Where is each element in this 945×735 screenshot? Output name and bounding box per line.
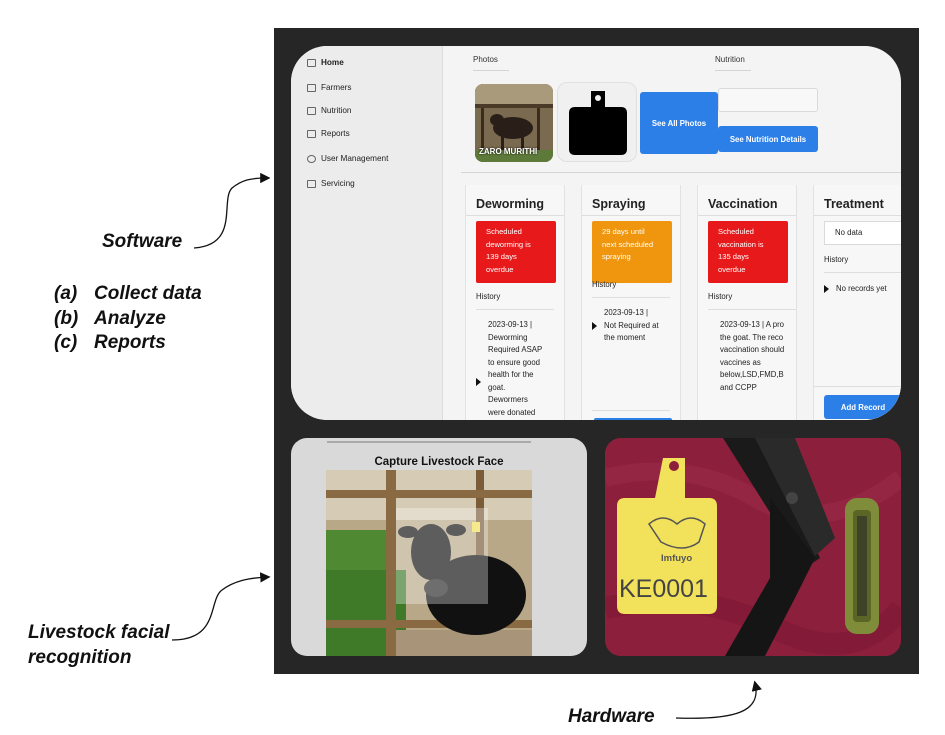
history-label: History [824, 255, 849, 264]
sidebar-item-label: Farmers [321, 83, 352, 92]
hardware-panel: Imfuyo KE0001 [605, 438, 901, 656]
add-record-button[interactable]: Add Record [824, 395, 901, 419]
sidebar-item-label: Servicing [321, 179, 355, 188]
treatment-card: Treatment No data History No records yet… [813, 185, 901, 420]
annotation-software: Software [102, 231, 183, 252]
see-nutrition-details-button[interactable]: See Nutrition Details [718, 126, 818, 152]
cow-logo-icon [648, 517, 706, 549]
annotation-item-c: (c)Reports [54, 332, 166, 353]
expand-icon[interactable] [476, 378, 481, 386]
bar-chart-icon [307, 129, 316, 138]
sidebar-item-label: User Management [321, 154, 389, 163]
arrow-facial [171, 572, 271, 641]
sidebar-item-label: Home [321, 58, 344, 67]
divider [715, 70, 751, 71]
ear-tag-icon [617, 458, 717, 614]
sidebar-item-user-management[interactable]: User Management [307, 154, 388, 163]
ear-tag-icon [569, 91, 627, 155]
goat-photo[interactable]: ZARO MURITHI [475, 84, 553, 162]
expand-icon[interactable] [592, 322, 597, 330]
main-content: Photos Nutrition ZARO MURITHI [443, 46, 901, 420]
tag-id: KE0001 [619, 575, 708, 603]
users-icon [307, 154, 316, 163]
divider [327, 441, 531, 443]
nutrition-label: Nutrition [715, 55, 745, 64]
photos-label: Photos [473, 55, 498, 64]
sidebar-item-label: Nutrition [321, 106, 352, 115]
see-all-photos-button[interactable]: See All Photos [640, 92, 718, 154]
ear-tag-photo[interactable] [557, 82, 637, 162]
card-icon [307, 179, 316, 188]
divider [814, 386, 901, 387]
annotation-item-a: (a)Collect data [54, 283, 202, 304]
annotation-facial: Livestock facial recognition [28, 622, 170, 668]
photo-caption: ZARO MURITHI [479, 147, 538, 156]
action-button[interactable] [594, 418, 672, 420]
sidebar-item-nutrition[interactable]: Nutrition [307, 106, 352, 115]
hardware-photo [605, 438, 901, 656]
grid-icon [307, 58, 316, 67]
annotation-hardware: Hardware [568, 706, 655, 727]
table-icon [307, 83, 316, 92]
divider [476, 309, 554, 310]
capture-face-title: Capture Livestock Face [374, 456, 504, 468]
history-label: History [476, 292, 501, 301]
divider [461, 172, 901, 173]
sidebar-item-reports[interactable]: Reports [307, 129, 350, 138]
goat-photo-image [475, 84, 553, 162]
divider [466, 215, 564, 216]
sidebar-item-servicing[interactable]: Servicing [307, 179, 355, 188]
divider [592, 297, 670, 298]
software-screenshot: Home Farmers Nutrition Reports User Mana… [291, 46, 901, 420]
no-records-text: No records yet [836, 284, 887, 293]
history-label: History [592, 280, 617, 289]
nutrition-field [718, 88, 818, 112]
cow-photo [326, 470, 532, 656]
expand-icon[interactable] [824, 285, 829, 293]
sidebar-item-home[interactable]: Home [307, 58, 344, 67]
card-title: Treatment [824, 197, 884, 211]
arrow-hardware [675, 680, 762, 719]
divider [473, 70, 509, 71]
sidebar-item-label: Reports [321, 129, 350, 138]
arrow-software [193, 172, 271, 249]
sidebar: Home Farmers Nutrition Reports User Mana… [291, 46, 443, 420]
divider [708, 309, 796, 310]
history-label: History [708, 292, 733, 301]
divider [592, 410, 670, 411]
tag-brand: Imfuyo [661, 553, 693, 564]
card-title: Vaccination [708, 197, 778, 211]
divider [814, 215, 901, 216]
face-detection-box [396, 508, 488, 604]
sidebar-item-farmers[interactable]: Farmers [307, 83, 351, 92]
card-title: Deworming [476, 197, 545, 211]
card-title: Spraying [592, 197, 646, 211]
divider [582, 215, 680, 216]
annotation-item-b: (b)Analyze [54, 307, 166, 329]
divider [824, 272, 901, 273]
no-data-field: No data [824, 221, 901, 245]
divider [698, 215, 796, 216]
list-icon [307, 106, 316, 115]
facial-recognition-panel: Capture Livestock Face [291, 438, 587, 656]
annotation-list: (a)Collect data (b)Analyze (c)Reports [54, 282, 202, 356]
